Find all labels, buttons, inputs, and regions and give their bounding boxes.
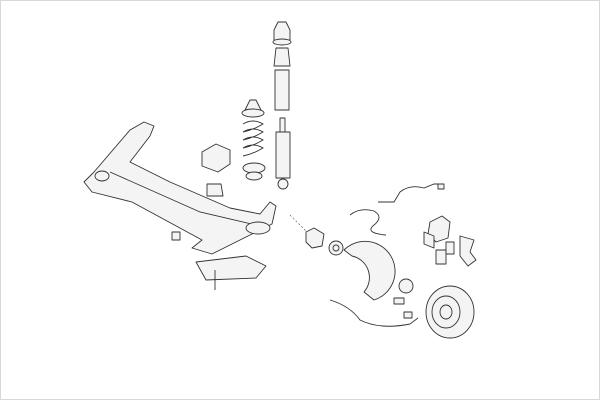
shock-absorber [275, 117, 291, 190]
brake-backing-plate [343, 240, 396, 301]
bump-stop [273, 47, 291, 67]
brake-caliper [423, 215, 451, 249]
heat-shield [195, 255, 267, 290]
spring-seat [241, 99, 265, 118]
abs-sensor-cable [329, 209, 419, 327]
brake-pads [435, 241, 455, 265]
brake-disc [425, 285, 475, 339]
mount-bracket [201, 143, 231, 197]
axle-beam [83, 121, 277, 255]
hub-cap [393, 278, 414, 305]
dust-boot [274, 69, 290, 111]
brake-hose [378, 183, 445, 203]
spring-pad [242, 162, 266, 181]
caliper-bracket [459, 235, 477, 267]
coil-spring [242, 120, 264, 157]
wheel-bearing [328, 240, 344, 256]
axle-bushing [171, 231, 181, 241]
wheel-hub [289, 214, 325, 249]
shock-top-mount [272, 21, 292, 46]
